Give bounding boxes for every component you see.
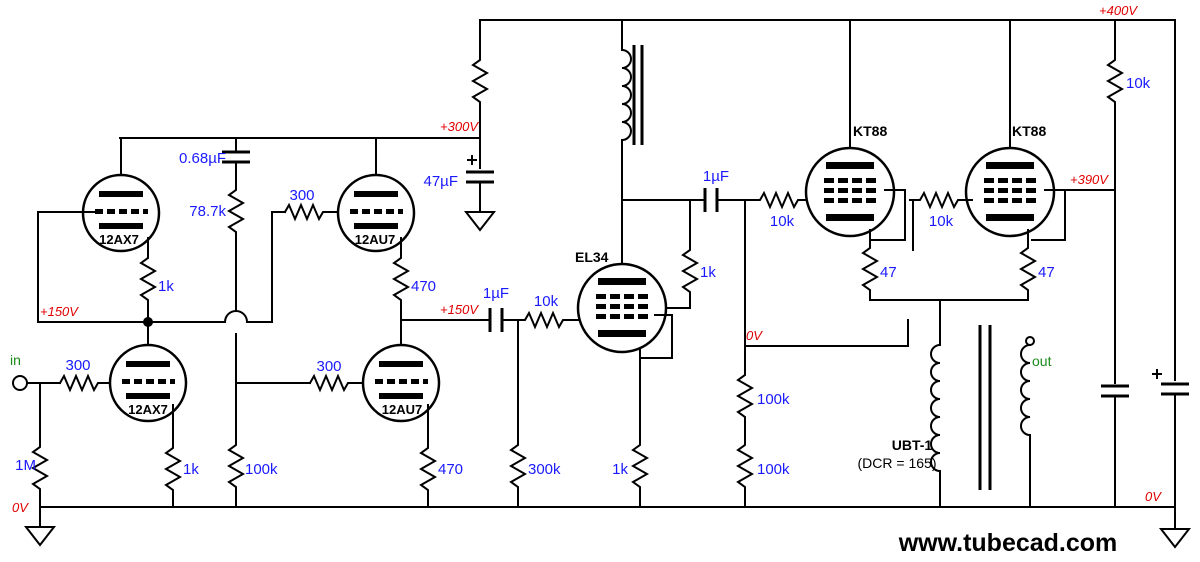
tube-kt88-a-icon (804, 146, 896, 238)
voltage-300: +300V (440, 119, 479, 134)
transformer-name: UBT-1 (892, 437, 933, 453)
value-10k-right: 10k (1126, 75, 1151, 92)
value-10k-el34: 10k (534, 293, 559, 310)
value-100k-a: 100k (245, 461, 278, 478)
voltage-400: +400V (1099, 3, 1138, 18)
voltage-0v-right: 0V (1145, 489, 1162, 504)
value-1uF-a: 1µF (483, 285, 509, 302)
value-470-a: 470 (411, 278, 436, 295)
voltage-150-mid: +150V (440, 302, 479, 317)
value-100k-c: 100k (757, 461, 790, 478)
output-label: out (1032, 353, 1052, 369)
voltage-0v-left: 0V (12, 500, 29, 515)
tube-kt88-b-icon (964, 146, 1056, 238)
input-label: in (10, 352, 21, 368)
value-787k: 78.7k (189, 203, 226, 220)
tube-v4-label: 12AU7 (382, 402, 422, 417)
voltage-0v-mid: 0V (746, 328, 763, 343)
tube-v1-label: 12AX7 (99, 232, 139, 247)
tube-el34-icon (576, 262, 668, 354)
tube-v3-label: 12AU7 (355, 232, 395, 247)
value-300-v3: 300 (289, 187, 314, 204)
value-1uF-b: 1µF (703, 168, 729, 185)
tube-v2-label: 12AX7 (128, 402, 168, 417)
tube-v6-label: KT88 (853, 123, 887, 139)
value-1k-el34-cathode: 1k (612, 461, 628, 478)
value-47uF: 47µF (424, 173, 459, 190)
value-47-b: 47 (1038, 264, 1055, 281)
value-1k-v2: 1k (183, 461, 199, 478)
value-068uF: 0.68µF (179, 150, 226, 167)
value-1k-v1: 1k (158, 278, 174, 295)
voltage-390: +390V (1070, 172, 1109, 187)
junction-dot-icon (143, 317, 153, 327)
value-100k-b: 100k (757, 391, 790, 408)
value-300-v4: 300 (316, 358, 341, 375)
value-47-a: 47 (880, 264, 897, 281)
value-10k-kt88a: 10k (770, 213, 795, 230)
output-terminal-icon[interactable] (1025, 336, 1035, 346)
value-1k-el34-g2: 1k (700, 264, 716, 281)
tube-v7-label: KT88 (1012, 123, 1046, 139)
value-470-b: 470 (438, 461, 463, 478)
tube-v5-label: EL34 (575, 249, 609, 265)
value-1M: 1M (15, 457, 36, 474)
value-300-in: 300 (65, 357, 90, 374)
site-url: www.tubecad.com (898, 529, 1118, 557)
voltage-150-left: +150V (40, 304, 79, 319)
input-jack-icon[interactable] (12, 375, 28, 391)
value-10k-kt88b: 10k (929, 213, 954, 230)
value-300k: 300k (528, 461, 561, 478)
transformer-dcr: (DCR = 165) (858, 455, 937, 471)
